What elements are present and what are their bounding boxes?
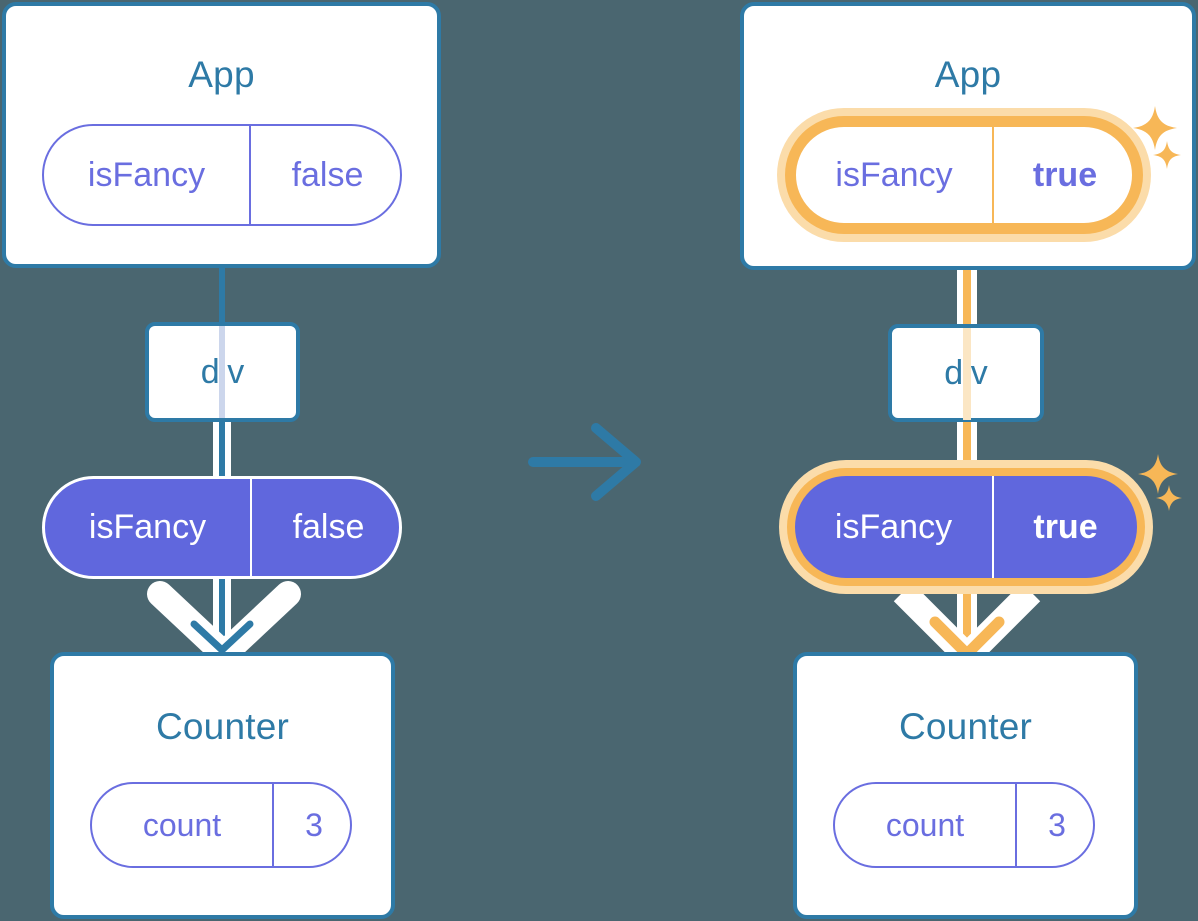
app-state-pill-value-after: true <box>992 127 1136 223</box>
counter-title-before: Counter <box>155 706 290 747</box>
counter-state-pill-after: count 3 <box>833 782 1095 868</box>
props-pill-value-before: false <box>250 479 405 576</box>
app-title-after: App <box>934 54 1002 95</box>
counter-state-pill-name-before: count <box>142 806 222 843</box>
counter-state-pill-name-after: count <box>885 806 965 843</box>
counter-box-before: Counter <box>50 652 395 919</box>
connector-through-div-before <box>219 326 225 418</box>
app-state-pill-before: isFancy false <box>42 124 402 226</box>
app-state-pill-after: isFancy true <box>794 125 1134 225</box>
sparkle-large-icon-app <box>1133 106 1177 150</box>
connector-div-to-props-after <box>963 416 971 498</box>
props-pill-name-after: isFancy <box>834 507 953 546</box>
sparkle-large-icon-props <box>1138 454 1178 494</box>
counter-state-pill-before: count 3 <box>90 782 352 868</box>
sparkle-small-icon-app <box>1153 141 1181 169</box>
app-state-pill-name-before: isFancy <box>87 155 206 194</box>
props-pill-value-after: true <box>992 476 1137 578</box>
connector-through-div-after <box>963 328 971 420</box>
connector-div-to-props-before <box>219 416 225 496</box>
connector-app-to-div-before <box>219 266 225 326</box>
connector-props-to-counter-after <box>963 560 971 655</box>
props-pill-after: isFancy true <box>795 476 1137 578</box>
counter-state-pill-value-before: 3 <box>272 784 354 866</box>
sparkle-small-icon-props <box>1156 485 1182 511</box>
counter-title-after: Counter <box>898 706 1033 747</box>
connector-app-to-div-after <box>963 220 971 330</box>
app-state-pill-name-after: isFancy <box>835 155 953 194</box>
transition-arrow-icon <box>528 423 641 501</box>
app-state-pill-value-before: false <box>249 126 404 224</box>
app-title-before: App <box>188 54 255 95</box>
connector-props-to-counter-before <box>219 560 225 650</box>
props-pill-name-before: isFancy <box>88 508 207 546</box>
counter-state-pill-value-after: 3 <box>1015 784 1097 866</box>
props-pill-before: isFancy false <box>42 476 402 579</box>
